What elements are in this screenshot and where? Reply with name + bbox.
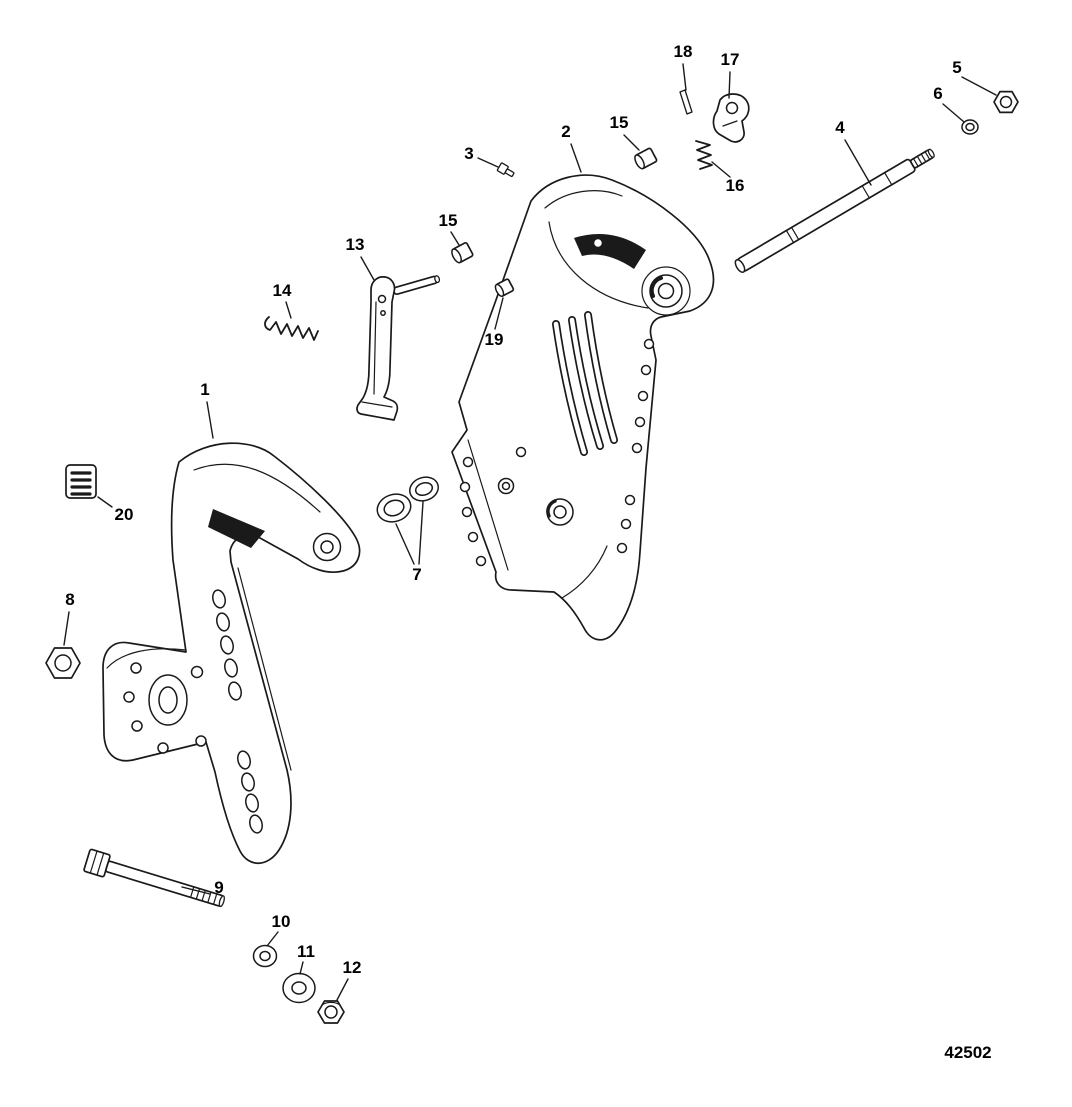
part-6-washer	[961, 119, 979, 135]
part-5-nut	[993, 90, 1019, 114]
callout-14: 14	[272, 281, 292, 300]
callout-13: 13	[345, 235, 365, 254]
callout-11: 11	[297, 942, 315, 961]
part-3-screw	[496, 162, 515, 178]
drawing-number: 42502	[944, 1043, 992, 1062]
part-13-latch-lever	[356, 275, 441, 421]
callout-17: 17	[720, 50, 740, 69]
part-14-spring	[264, 316, 319, 341]
part-17-clamp	[712, 93, 750, 143]
part-16-spring	[695, 140, 713, 170]
part-15-bushing-b	[451, 242, 474, 264]
callout-20: 20	[114, 505, 134, 524]
part-1-transom-bracket-port	[102, 442, 361, 865]
part-12-nut	[317, 1000, 345, 1024]
callout-18: 18	[673, 42, 693, 61]
callout-6: 6	[933, 84, 943, 103]
part-9-bolt	[83, 848, 225, 908]
callout-1: 1	[200, 380, 210, 399]
callout-4: 4	[835, 118, 845, 137]
part-19-bushing	[494, 278, 515, 298]
callout-12: 12	[342, 958, 362, 977]
callout-19: 19	[484, 330, 504, 349]
callout-15b: 15	[438, 211, 458, 230]
callout-3: 3	[464, 144, 474, 163]
part-7-washers	[376, 476, 439, 523]
part-15-bushing-a	[634, 147, 658, 170]
callout-16: 16	[725, 176, 745, 195]
callout-15a: 15	[609, 113, 629, 132]
leader-lines	[63, 63, 997, 1001]
part-10-washer	[252, 944, 278, 968]
part-4-tilt-tube	[734, 148, 935, 274]
callout-7: 7	[412, 565, 422, 584]
part-20-grease-tube	[65, 464, 97, 499]
callout-9: 9	[214, 878, 224, 897]
callout-2: 2	[561, 122, 571, 141]
callout-5: 5	[952, 58, 962, 77]
callout-8: 8	[65, 590, 75, 609]
callout-10: 10	[271, 912, 291, 931]
part-18-pin	[679, 89, 693, 115]
part-2-transom-bracket-starboard	[451, 174, 715, 641]
part-8-nut	[45, 647, 81, 679]
part-11-washer	[282, 972, 316, 1004]
